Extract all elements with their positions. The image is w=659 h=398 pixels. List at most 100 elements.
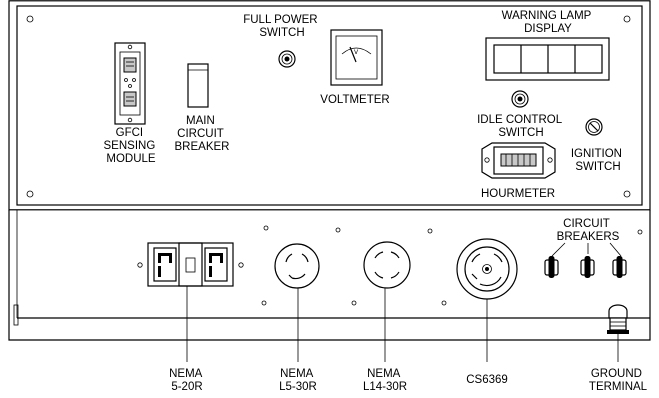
idle-control-label: IDLE CONTROL SWITCH	[477, 114, 565, 139]
voltmeter-case	[330, 29, 383, 86]
gfci-label-line-3: MODULE	[106, 153, 156, 165]
ground-terminal-nut	[607, 330, 629, 334]
screw-top-right	[623, 15, 631, 23]
ground-terminal-line-2: TERMINAL	[589, 381, 648, 393]
full-power-switch-label: FULL POWER SWITCH	[243, 14, 321, 39]
upper-panel-outer-frame	[8, 0, 651, 211]
ground-terminal-body	[609, 317, 627, 331]
lower-screw-3	[427, 228, 433, 234]
receptacle-left-ground	[158, 266, 161, 277]
full-power-switch-lever	[284, 56, 290, 62]
ground-terminal	[607, 304, 629, 334]
nema-5-20r-line-2: 5-20R	[171, 381, 202, 393]
receptacle-right-slot-blade	[220, 253, 223, 263]
voltmeter-unit-mark: V	[354, 49, 359, 56]
nema-5-20r-line-1: NEMA	[169, 368, 203, 380]
voltmeter-window	[335, 35, 378, 80]
l5-30r-outer-ring	[274, 243, 320, 289]
receptacle-right-ground	[209, 266, 212, 277]
idle-control-toggle-switch	[511, 90, 529, 108]
cs6369-inner-ring	[464, 246, 510, 292]
cs6369-center-pin-ring	[482, 264, 492, 274]
nema-5-20r-duplex-receptacle	[137, 242, 244, 287]
breaker-2-button	[584, 256, 591, 278]
warning-lamp-display	[485, 37, 610, 81]
main-breaker-label-line-2: CIRCUIT	[177, 128, 224, 140]
upper-control-panel	[8, 0, 651, 211]
warning-lamp-label-line-1: WARNING LAMP	[502, 10, 592, 22]
idle-switch-bezel	[511, 90, 529, 108]
l14-30r-slot-1	[374, 251, 384, 259]
breakers-leader-left	[551, 242, 566, 257]
full-power-label-line-1: FULL POWER	[243, 14, 317, 26]
gfci-indicator-center	[128, 84, 132, 88]
full-power-label-line-2: SWITCH	[259, 27, 304, 39]
voltmeter: V	[330, 29, 383, 86]
voltmeter-label: VOLTMETER	[320, 94, 389, 106]
upper-panel-inner-frame	[16, 5, 643, 206]
hourmeter	[481, 142, 556, 179]
ground-terminal-line-1: GROUND	[591, 368, 642, 380]
receptacle-left-slot-blade	[169, 253, 172, 263]
nema-l5-30r-line-1: NEMA	[280, 368, 314, 380]
hourmeter-screw-left	[484, 157, 490, 163]
l5-30r-slot-3	[291, 273, 306, 280]
warning-lamp-bezel	[485, 37, 610, 81]
gfci-label-line-2: SENSING	[104, 140, 156, 152]
duplex-cover-plate	[147, 242, 234, 287]
circuit-breakers-label-line-2: BREAKERS	[557, 231, 620, 243]
receptacle-right-face	[204, 247, 228, 282]
hourmeter-window	[500, 153, 537, 167]
circuit-breakers-label-line-1: CIRCUIT	[563, 218, 610, 230]
l5-30r-slot-1	[285, 253, 293, 263]
screw-bottom-left	[26, 190, 34, 198]
nema-l5-30r-line-2: L5-30R	[279, 381, 317, 393]
warning-lamp-label: WARNING LAMP DISPLAY	[502, 10, 595, 35]
hourmeter-flange	[481, 142, 556, 179]
duplex-center-strap	[178, 242, 203, 287]
lower-screw-5	[351, 300, 357, 306]
gfci-label: GFCI SENSING MODULE	[104, 127, 159, 165]
ground-terminal-cap	[608, 304, 628, 319]
callout-nema-l14-30r: NEMA L14-30R	[363, 368, 407, 393]
receptacle-left-face	[153, 247, 177, 282]
callout-ground-terminal: GROUND TERMINAL	[589, 368, 648, 393]
cs6369-slot-1	[471, 253, 481, 263]
lower-screw-6	[441, 300, 447, 306]
idle-control-label-line-1: IDLE CONTROL	[477, 114, 563, 126]
lower-panel-outline	[8, 210, 651, 341]
breaker-1-button	[548, 256, 555, 278]
voltmeter-needle	[349, 46, 357, 63]
ignition-label-line-1: IGNITION	[571, 148, 622, 160]
nema-l5-30r-receptacle	[274, 243, 320, 289]
hourmeter-screw-right	[547, 157, 553, 163]
breaker-3-button	[616, 256, 623, 278]
gfci-bottom-screw	[127, 117, 133, 123]
l5-30r-slot-tail	[288, 274, 293, 279]
full-power-toggle-switch	[278, 50, 296, 68]
lower-screw-1	[263, 225, 269, 231]
main-breaker-label: MAIN CIRCUIT BREAKER	[175, 115, 230, 153]
circuit-breaker-2	[580, 256, 595, 278]
hourmeter-label: HOURMETER	[481, 188, 555, 200]
receptacle-left-slot-side	[158, 253, 161, 263]
ignition-switch-label: IGNITION SWITCH	[571, 148, 625, 173]
l14-30r-slot-4	[374, 271, 384, 279]
nema-l14-30r-line-1: NEMA	[367, 368, 401, 380]
nema-l14-30r-receptacle	[363, 241, 411, 289]
nema-l14-30r-line-2: L14-30R	[363, 381, 407, 393]
lower-screw-2	[335, 227, 341, 233]
ignition-key-switch	[585, 118, 603, 136]
ignition-label-line-2: SWITCH	[575, 161, 620, 173]
l14-30r-outer-ring	[363, 241, 411, 289]
lower-panel-side-tab	[13, 304, 19, 326]
idle-switch-lever	[517, 96, 523, 102]
cs6369-center-pin	[485, 267, 489, 271]
duplex-mount-screw-right	[238, 262, 244, 268]
voltmeter-scale-arc	[341, 47, 372, 55]
lower-screw-4	[261, 300, 267, 306]
receptacle-right-slot-side	[209, 253, 212, 263]
duplex-center-screw-block	[185, 257, 196, 273]
full-power-switch-bezel	[278, 50, 296, 68]
